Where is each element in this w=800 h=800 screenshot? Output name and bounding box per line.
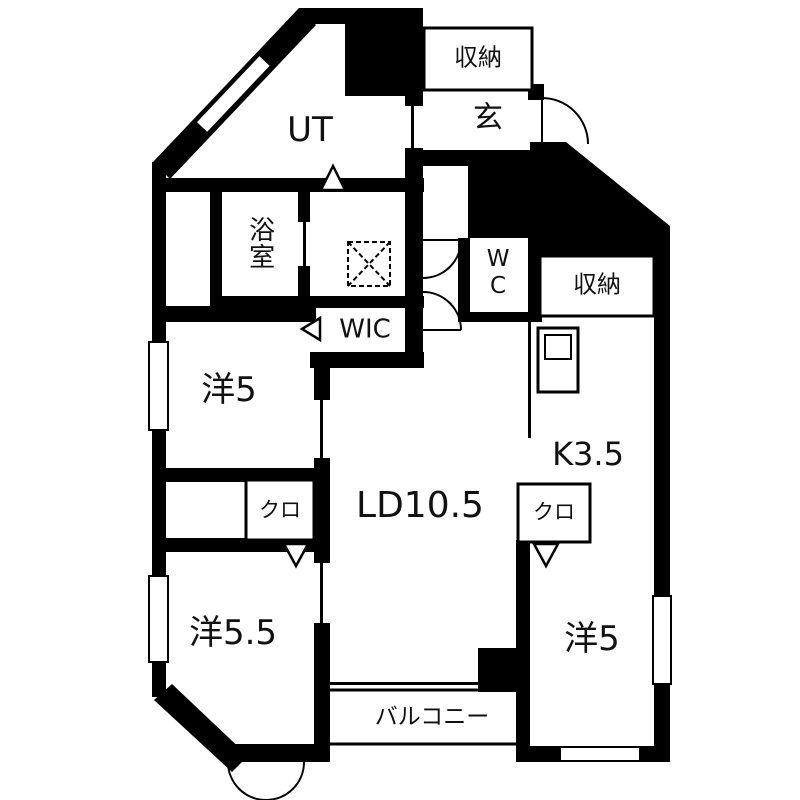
window-diagonal	[194, 53, 273, 135]
room-label-wic: WIC	[339, 314, 391, 345]
door-triangle-closet-right	[531, 542, 561, 569]
storage-boxes	[244, 26, 656, 544]
room-label-west5-lower: 洋5	[564, 619, 620, 660]
room-label-storage-top: 収納	[454, 43, 502, 72]
window-openings	[148, 53, 672, 762]
room-label-entrance: 玄	[473, 100, 503, 136]
storage-right-box	[538, 254, 656, 318]
closet-right-box	[516, 482, 592, 544]
room-label-storage-right: 収納	[573, 270, 621, 299]
window-right	[652, 595, 672, 685]
closet-left-box	[244, 478, 316, 542]
room-label-closet-right: クロ	[533, 499, 575, 524]
door-triangle-closet-left	[281, 542, 311, 569]
hall-door-arc-upper	[422, 239, 462, 279]
window-left-lower	[148, 575, 169, 663]
door-swing-arcs	[227, 97, 589, 800]
storage-top-box	[422, 26, 534, 92]
room-label-bath: 浴室	[244, 216, 275, 270]
room-label-kitchen: K3.5	[552, 435, 624, 474]
entry-door-arc	[541, 97, 589, 145]
hall-door-arc-lower	[422, 291, 462, 331]
room-label-west55: 洋5.5	[188, 613, 278, 654]
room-label-west5-upper: 洋5	[201, 370, 257, 411]
room-label-living-dining: LD10.5	[356, 485, 484, 527]
washer-pan-icon	[347, 241, 391, 287]
room-label-ut: UT	[287, 110, 333, 151]
room-label-balcony: バルコニー	[374, 703, 490, 730]
window-bottom-right	[559, 746, 641, 762]
bottom-entrance-arc	[227, 761, 305, 800]
room-label-closet-left: クロ	[259, 497, 301, 522]
window-left-upper	[148, 341, 169, 431]
room-label-wc: WC	[485, 246, 512, 300]
door-triangle-ut	[318, 163, 348, 192]
door-triangles	[281, 163, 561, 569]
door-triangle-wic	[299, 315, 322, 343]
